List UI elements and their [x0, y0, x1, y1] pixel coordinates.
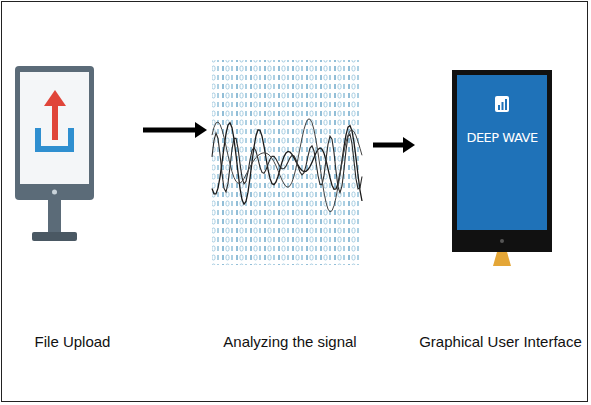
arrow-head	[195, 122, 207, 138]
arrow-shaft	[143, 128, 197, 133]
flow-arrow	[143, 122, 207, 138]
step-caption: Graphical User Interface	[415, 333, 586, 350]
step-caption: File Upload	[2, 333, 143, 350]
process-step: File Upload	[2, 60, 143, 350]
screen-title: DEEP WAVE	[457, 130, 547, 145]
arrow-head	[403, 137, 415, 153]
arrow-shaft	[373, 143, 405, 148]
upload-monitor-icon	[2, 60, 137, 300]
process-step: DEEP WAVE Graphical User Interface	[415, 60, 586, 350]
process-step: Analyzing the signal	[207, 55, 373, 350]
step-caption: Analyzing the signal	[207, 333, 373, 350]
flow-arrow	[373, 137, 415, 153]
gui-monitor-icon	[415, 60, 580, 275]
signal-waveform-icon	[207, 55, 367, 295]
